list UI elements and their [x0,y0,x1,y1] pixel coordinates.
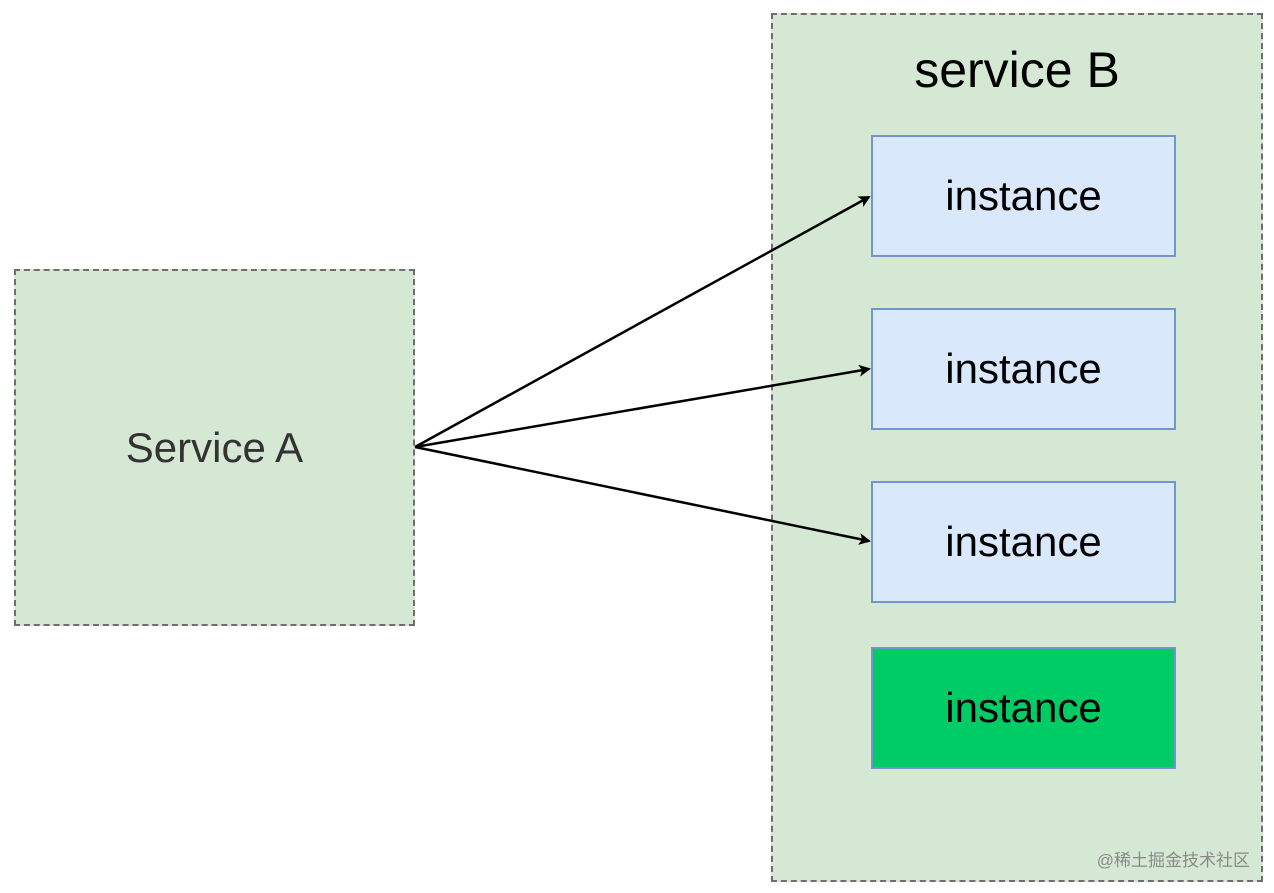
instance-label-2: instance [945,345,1102,392]
instance-box-3: instance [871,481,1176,603]
service-b-title: service B [914,42,1120,98]
instance-box-1: instance [871,135,1176,257]
instance-box-2: instance [871,308,1176,430]
service-a-group: Service A [14,269,415,626]
instance-box-4: instance [871,647,1176,769]
instance-label-1: instance [945,172,1102,219]
watermark-text: @稀土掘金技术社区 [1096,851,1250,870]
service-a-label: Service A [125,423,304,471]
instance-label-3: instance [945,518,1102,565]
instance-label-4: instance [945,684,1102,731]
